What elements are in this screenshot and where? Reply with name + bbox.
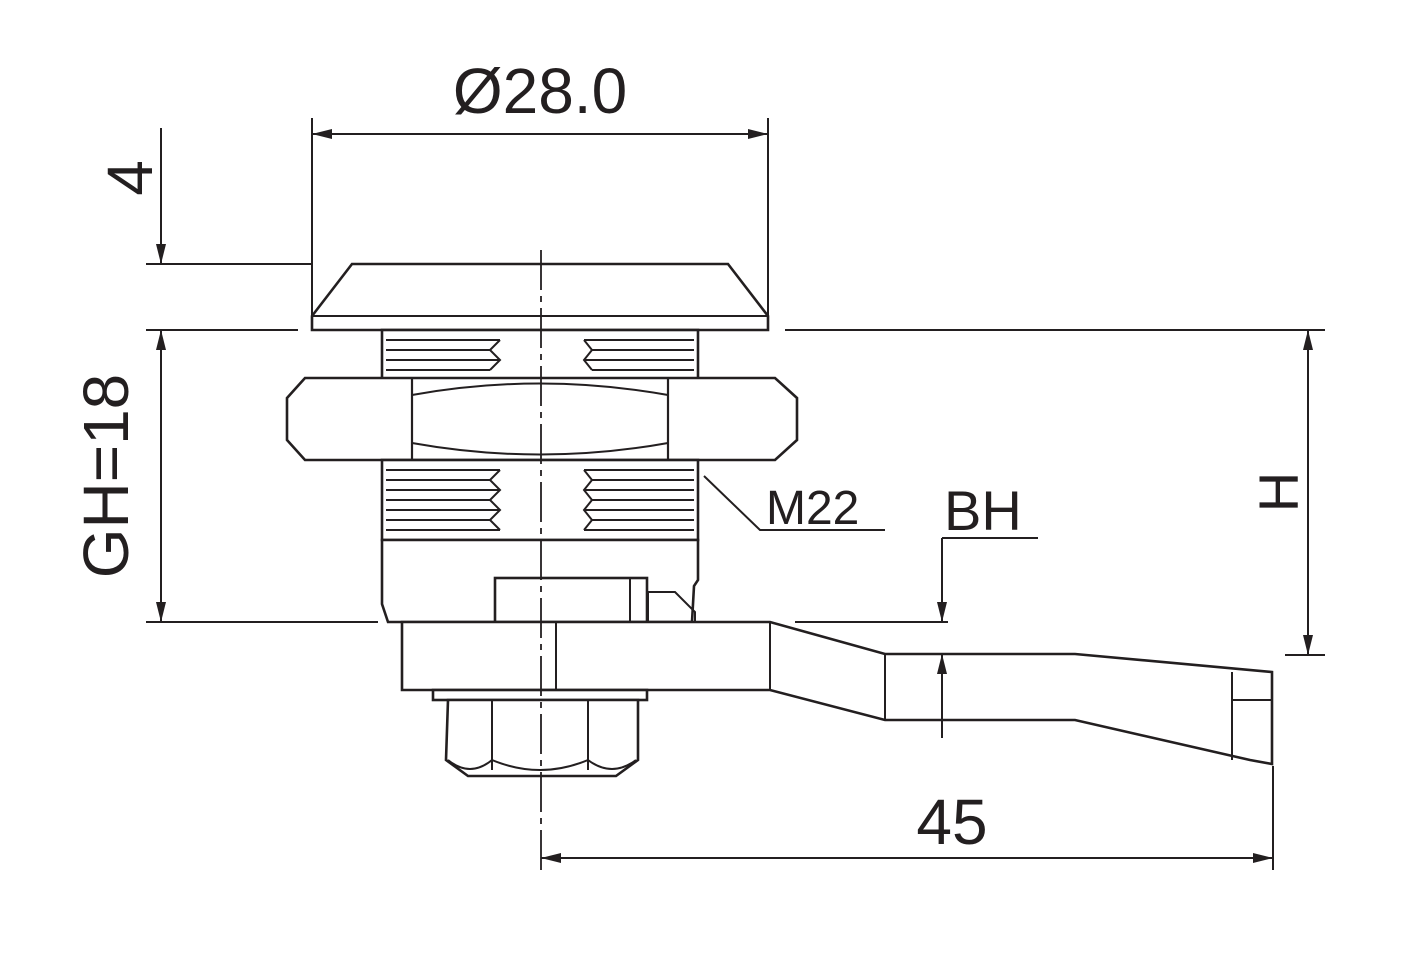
upper-thread — [380, 328, 700, 384]
lower-thread-lines — [386, 469, 694, 531]
fixing-nut — [444, 698, 640, 778]
hex-nut — [285, 376, 799, 462]
thread-label: M22 — [766, 482, 859, 535]
cam-length-label: 45 — [916, 786, 987, 858]
lock-head — [310, 262, 770, 332]
cam-offset-label: BH — [944, 479, 1022, 542]
height-label: H — [1247, 472, 1310, 512]
upper-thread-lines — [386, 339, 694, 371]
thread-leader-line — [703, 475, 885, 531]
head-height-label: 4 — [94, 160, 166, 196]
retainer-clip — [493, 576, 649, 624]
grip-height-label: GH=18 — [70, 374, 142, 579]
cam-plate — [400, 620, 1274, 766]
cam-washer — [431, 688, 649, 702]
cam-lock-body — [285, 262, 1274, 778]
diameter-label: Ø28.0 — [453, 55, 627, 127]
dimension-lines — [146, 118, 1325, 870]
